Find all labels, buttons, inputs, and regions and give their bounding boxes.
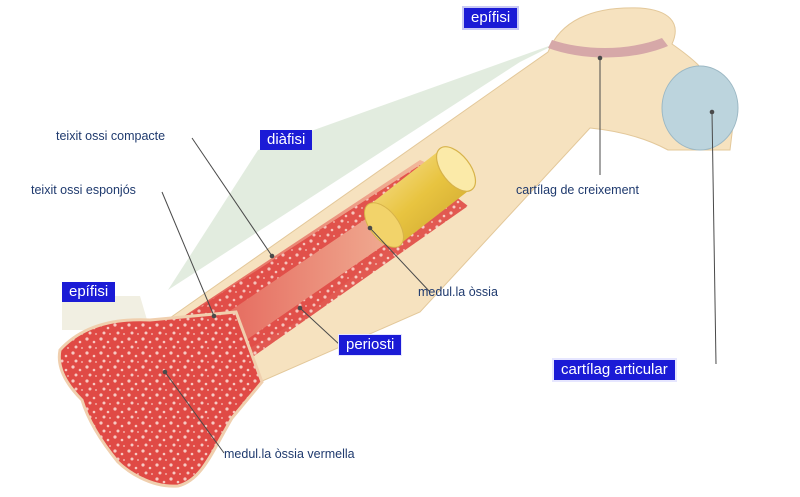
label-cartilag-creixement: cartílag de creixement	[516, 183, 639, 197]
leader-medulla	[369, 227, 431, 293]
label-teixit-compacte: teixit ossi compacte	[56, 129, 166, 143]
label-medulla-ossia: medul.la òssia	[418, 285, 498, 299]
label-medulla-vermella: medul.la òssia vermella	[224, 447, 355, 461]
articular-cartilage-shape	[661, 65, 739, 151]
growth-cartilage-shape	[548, 38, 668, 58]
leader-periosti	[299, 307, 341, 346]
tag-epifisi-left: epífisi	[62, 282, 116, 302]
cylinder-end	[435, 146, 477, 192]
leader-esponjos	[161, 191, 215, 317]
tag-diafisi: diàfisi	[260, 130, 313, 150]
tag-cartilag-articular: cartílag articular	[552, 358, 677, 382]
left-epiphysis	[57, 310, 264, 488]
leader-articular	[711, 111, 717, 365]
tag-periosti: periosti	[338, 334, 403, 356]
leader-vermella	[164, 371, 225, 454]
cylinder-start	[364, 202, 404, 248]
tag-epifisi-top: epífisi	[462, 6, 520, 30]
leader-compacte	[191, 137, 273, 257]
label-teixit-esponjos: teixit ossi esponjós	[31, 183, 136, 197]
